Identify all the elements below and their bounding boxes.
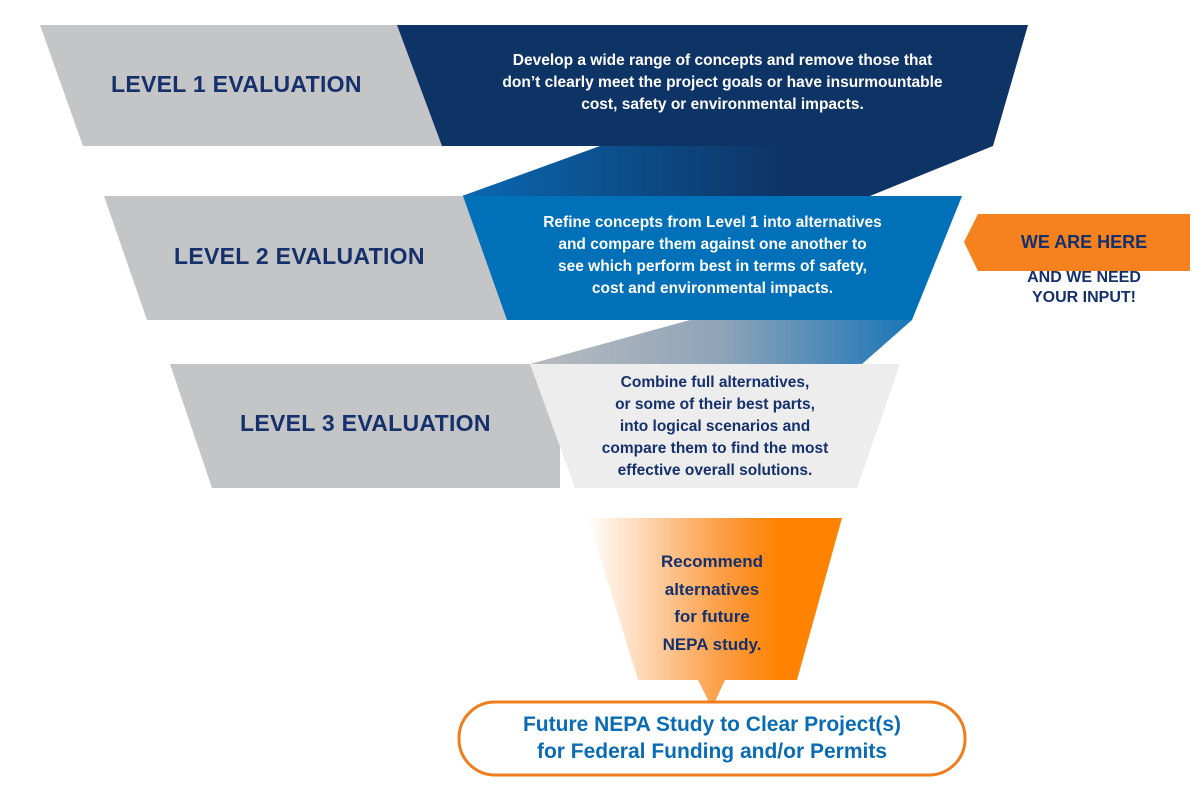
text-line: don’t clearly meet the project goals or … xyxy=(502,74,943,91)
level3-gray-band xyxy=(170,364,560,488)
text-line: Future NEPA Study to Clear Project(s) xyxy=(522,713,902,736)
text-line: cost and environmental impacts. xyxy=(591,280,834,297)
level1-blue-box xyxy=(397,25,1028,146)
input-callout: AND WE NEED YOUR INPUT! xyxy=(978,268,1190,308)
level1-title: LEVEL 1 EVALUATION xyxy=(111,71,362,97)
level2-blue-box xyxy=(463,196,962,320)
we-are-here-arrow xyxy=(964,214,1190,271)
text-line: effective overall solutions. xyxy=(617,462,813,479)
text-line: into logical scenarios and xyxy=(619,418,811,435)
level3-title: LEVEL 3 EVALUATION xyxy=(240,410,491,436)
level2-description: Refine concepts from Level 1 into altern… xyxy=(480,212,945,300)
level2-title: LEVEL 2 EVALUATION xyxy=(174,243,425,269)
text-line: or some of their best parts, xyxy=(615,396,815,413)
text-line: compare them to find the most xyxy=(601,440,829,457)
recommend-funnel xyxy=(588,518,842,708)
level1-description: Develop a wide range of concepts and rem… xyxy=(430,50,1015,116)
text-line: and compare them against one another to xyxy=(558,236,867,253)
final-pill-outline xyxy=(457,700,967,777)
level3-description: Combine full alternatives, or some of th… xyxy=(560,372,870,482)
level2-gray-band xyxy=(104,196,520,320)
text-line: for future xyxy=(674,607,750,626)
level1-gray-band xyxy=(40,25,460,146)
level3-light-box xyxy=(530,364,900,488)
text-line: Recommend xyxy=(660,552,764,571)
text-line: see which perform best in terms of safet… xyxy=(558,258,867,275)
text-line: Combine full alternatives, xyxy=(620,374,810,391)
recommend-text: Recommend alternatives for future NEPA s… xyxy=(612,548,812,658)
text-line: NEPA study. xyxy=(662,634,762,654)
final-step-text: Future NEPA Study to Clear Project(s) fo… xyxy=(459,711,965,765)
text-line: Refine concepts from Level 1 into altern… xyxy=(543,214,882,231)
text-line: AND WE NEED xyxy=(1027,269,1141,286)
text-line: alternatives xyxy=(664,579,760,599)
connector-1 xyxy=(462,146,993,196)
text-line: YOUR INPUT! xyxy=(1032,289,1136,306)
text-line: cost, safety or environmental impacts. xyxy=(581,96,864,113)
text-line: for Federal Funding and/or Permits xyxy=(536,740,888,763)
text-line: Develop a wide range of concepts and rem… xyxy=(512,52,933,69)
we-are-here-badge: WE ARE HERE xyxy=(1020,232,1148,252)
connector-2 xyxy=(530,320,912,364)
